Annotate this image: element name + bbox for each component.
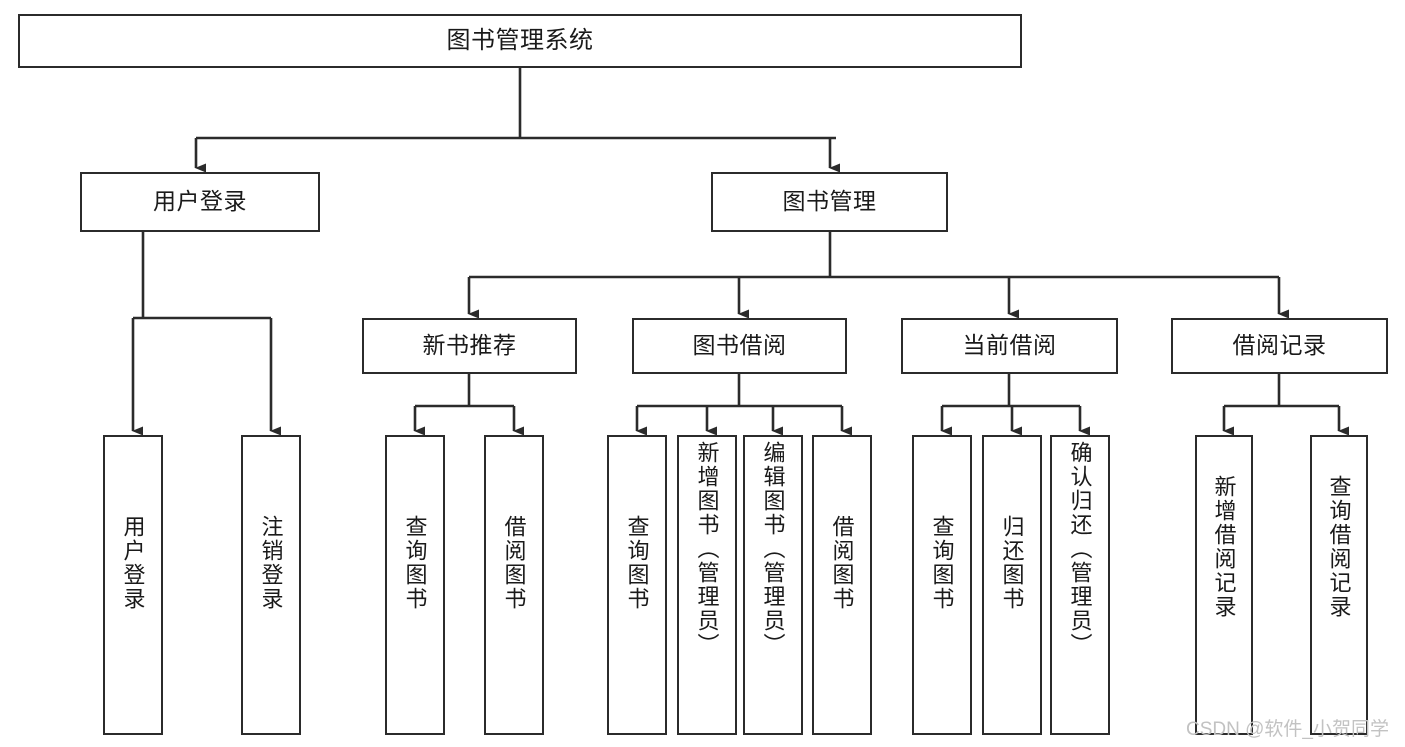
node-label: 新书推荐 xyxy=(422,332,517,359)
node-book-borrow[interactable]: 图书借阅 xyxy=(632,318,847,374)
node-root-book-management-system[interactable]: 图书管理系统 xyxy=(18,14,1022,68)
leaf-borrow-record-add-record[interactable]: 新增借阅记录 xyxy=(1195,435,1253,735)
node-label: 新增图书（管理员） xyxy=(694,441,720,657)
node-label: 用户登录 xyxy=(120,515,146,611)
leaf-borrow-record-query-record[interactable]: 查询借阅记录 xyxy=(1310,435,1368,735)
watermark-csdn: CSDN @软件_小贺同学 xyxy=(1186,719,1389,740)
leaf-new-book-query-book[interactable]: 查询图书 xyxy=(385,435,445,735)
node-label: 借阅图书 xyxy=(501,515,527,611)
node-label: 新增借阅记录 xyxy=(1211,475,1237,619)
node-book-management[interactable]: 图书管理 xyxy=(711,172,948,232)
node-user-login[interactable]: 用户登录 xyxy=(80,172,320,232)
node-label: 图书管理系统 xyxy=(446,26,594,54)
leaf-book-borrow-edit-book-admin[interactable]: 编辑图书（管理员） xyxy=(743,435,803,735)
node-label: 查询图书 xyxy=(402,515,428,611)
leaf-book-borrow-query-book[interactable]: 查询图书 xyxy=(607,435,667,735)
node-label: 编辑图书（管理员） xyxy=(760,441,786,657)
node-label: 借阅记录 xyxy=(1232,332,1327,359)
node-label: 确认归还（管理员） xyxy=(1067,441,1093,657)
node-label: 借阅图书 xyxy=(829,515,855,611)
node-label: 查询图书 xyxy=(929,515,955,611)
node-label: 查询图书 xyxy=(624,515,650,611)
node-label: 归还图书 xyxy=(999,515,1025,611)
node-label: 用户登录 xyxy=(153,188,247,215)
leaf-user-login-logout[interactable]: 注销登录 xyxy=(241,435,301,735)
node-label: 注销登录 xyxy=(258,515,284,611)
node-label: 图书管理 xyxy=(782,188,877,215)
leaf-current-borrow-confirm-return-admin[interactable]: 确认归还（管理员） xyxy=(1050,435,1110,735)
leaf-book-borrow-borrow-book[interactable]: 借阅图书 xyxy=(812,435,872,735)
node-new-book-recommend[interactable]: 新书推荐 xyxy=(362,318,577,374)
node-current-borrow[interactable]: 当前借阅 xyxy=(901,318,1118,374)
node-label: 当前借阅 xyxy=(962,332,1057,359)
node-label: 图书借阅 xyxy=(692,332,787,359)
leaf-current-borrow-query-book[interactable]: 查询图书 xyxy=(912,435,972,735)
node-label: 查询借阅记录 xyxy=(1326,475,1352,619)
leaf-current-borrow-return-book[interactable]: 归还图书 xyxy=(982,435,1042,735)
node-borrow-record[interactable]: 借阅记录 xyxy=(1171,318,1388,374)
leaf-new-book-borrow-book[interactable]: 借阅图书 xyxy=(484,435,544,735)
leaf-user-login-login[interactable]: 用户登录 xyxy=(103,435,163,735)
leaf-book-borrow-add-book-admin[interactable]: 新增图书（管理员） xyxy=(677,435,737,735)
